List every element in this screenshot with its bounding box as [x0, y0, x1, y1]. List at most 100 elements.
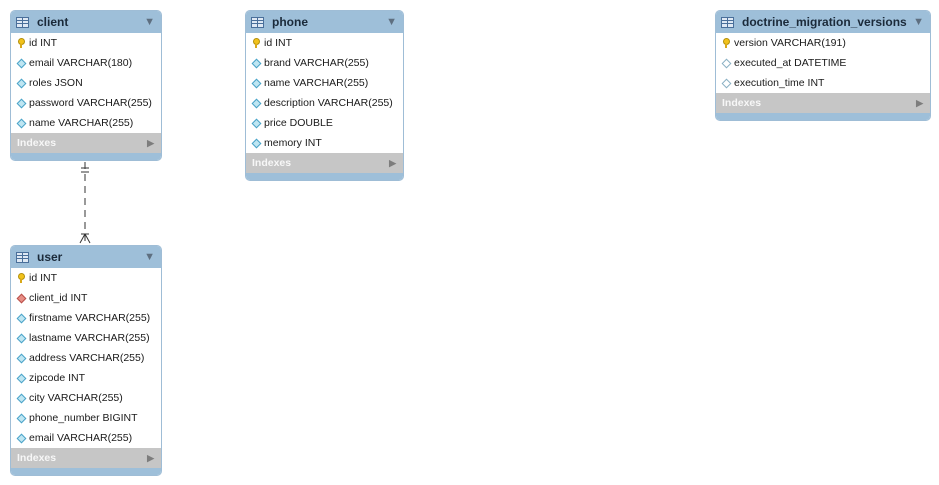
table-header[interactable]: phone ▼: [246, 11, 403, 33]
triangle-right-icon[interactable]: ▶: [916, 97, 923, 108]
table-title: user: [37, 250, 63, 264]
column-row[interactable]: name VARCHAR(255): [11, 113, 161, 133]
triangle-right-icon[interactable]: ▶: [147, 137, 154, 148]
column-row[interactable]: id INT: [11, 268, 161, 288]
table-header[interactable]: client ▼: [11, 11, 161, 33]
column-diamond-icon: [15, 393, 27, 403]
column-label: executed_at DATETIME: [734, 57, 847, 69]
column-row[interactable]: price DOUBLE: [246, 113, 403, 133]
table-icon: [16, 16, 29, 28]
foreign-key-diamond-icon: [15, 293, 27, 303]
column-diamond-icon: [250, 118, 262, 128]
table-footer: [11, 468, 161, 475]
indexes-label: Indexes: [17, 452, 57, 464]
column-row[interactable]: email VARCHAR(180): [11, 53, 161, 73]
column-label: price DOUBLE: [264, 117, 333, 129]
indexes-label: Indexes: [252, 157, 292, 169]
table-header[interactable]: user ▼: [11, 246, 161, 268]
column-label: brand VARCHAR(255): [264, 57, 369, 69]
column-row[interactable]: phone_number BIGINT: [11, 408, 161, 428]
column-row[interactable]: city VARCHAR(255): [11, 388, 161, 408]
table-title: phone: [272, 15, 308, 29]
crowfoot-left: [79, 233, 86, 244]
column-label: address VARCHAR(255): [29, 352, 145, 364]
key-icon: [15, 37, 27, 48]
table-footer: [246, 173, 403, 180]
column-row[interactable]: firstname VARCHAR(255): [11, 308, 161, 328]
triangle-right-icon[interactable]: ▶: [389, 157, 396, 168]
column-row[interactable]: memory INT: [246, 133, 403, 153]
column-diamond-icon: [15, 333, 27, 343]
column-diamond-icon: [15, 58, 27, 68]
column-label: id INT: [29, 272, 58, 284]
triangle-down-icon[interactable]: ▼: [386, 16, 397, 28]
table-title: client: [37, 15, 69, 29]
column-row[interactable]: brand VARCHAR(255): [246, 53, 403, 73]
column-row[interactable]: password VARCHAR(255): [11, 93, 161, 113]
column-diamond-icon: [15, 78, 27, 88]
column-row[interactable]: version VARCHAR(191): [716, 33, 930, 53]
column-diamond-icon: [250, 98, 262, 108]
triangle-right-icon[interactable]: ▶: [147, 452, 154, 463]
column-diamond-icon: [15, 413, 27, 423]
column-diamond-icon: [15, 353, 27, 363]
column-row[interactable]: name VARCHAR(255): [246, 73, 403, 93]
column-diamond-icon: [15, 433, 27, 443]
indexes-bar[interactable]: Indexes ▶: [11, 133, 161, 153]
table-footer: [11, 153, 161, 160]
indexes-bar[interactable]: Indexes ▶: [716, 93, 930, 113]
table-icon: [251, 16, 264, 28]
key-icon: [720, 37, 732, 48]
table-user[interactable]: user ▼ id INT client_id INT firstname VA…: [10, 245, 162, 476]
column-row[interactable]: description VARCHAR(255): [246, 93, 403, 113]
column-label: description VARCHAR(255): [264, 97, 393, 109]
column-row[interactable]: address VARCHAR(255): [11, 348, 161, 368]
triangle-down-icon[interactable]: ▼: [144, 16, 155, 28]
column-row[interactable]: email VARCHAR(255): [11, 428, 161, 448]
column-label: zipcode INT: [29, 372, 86, 384]
column-label: city VARCHAR(255): [29, 392, 123, 404]
indexes-label: Indexes: [722, 97, 762, 109]
table-phone[interactable]: phone ▼ id INT brand VARCHAR(255) name V…: [245, 10, 404, 181]
column-row[interactable]: lastname VARCHAR(255): [11, 328, 161, 348]
indexes-bar[interactable]: Indexes ▶: [246, 153, 403, 173]
table-icon: [16, 251, 29, 263]
column-label: name VARCHAR(255): [29, 117, 134, 129]
crowfoot-right: [84, 233, 91, 244]
table-doctrine-migration-versions[interactable]: doctrine_migration_versions ▼ version VA…: [715, 10, 931, 121]
key-icon: [15, 272, 27, 283]
column-label: password VARCHAR(255): [29, 97, 152, 109]
indexes-bar[interactable]: Indexes ▶: [11, 448, 161, 468]
column-row[interactable]: id INT: [11, 33, 161, 53]
triangle-down-icon[interactable]: ▼: [144, 251, 155, 263]
column-row[interactable]: id INT: [246, 33, 403, 53]
column-diamond-icon: [15, 373, 27, 383]
table-client[interactable]: client ▼ id INT email VARCHAR(180) roles…: [10, 10, 162, 161]
column-diamond-icon: [250, 58, 262, 68]
column-label: id INT: [264, 37, 293, 49]
column-label: id INT: [29, 37, 58, 49]
column-label: name VARCHAR(255): [264, 77, 369, 89]
column-label: memory INT: [264, 137, 322, 149]
column-diamond-icon: [15, 98, 27, 108]
column-row[interactable]: roles JSON: [11, 73, 161, 93]
column-diamond-icon: [720, 58, 732, 68]
column-diamond-icon: [15, 118, 27, 128]
table-footer: [716, 113, 930, 120]
table-header[interactable]: doctrine_migration_versions ▼: [716, 11, 930, 33]
column-label: lastname VARCHAR(255): [29, 332, 150, 344]
column-diamond-icon: [720, 78, 732, 88]
indexes-label: Indexes: [17, 137, 57, 149]
column-row[interactable]: execution_time INT: [716, 73, 930, 93]
column-label: client_id INT: [29, 292, 88, 304]
column-label: roles JSON: [29, 77, 83, 89]
triangle-down-icon[interactable]: ▼: [913, 16, 924, 28]
table-title: doctrine_migration_versions: [742, 15, 907, 29]
column-row[interactable]: client_id INT: [11, 288, 161, 308]
column-label: phone_number BIGINT: [29, 412, 138, 424]
column-row[interactable]: executed_at DATETIME: [716, 53, 930, 73]
column-label: email VARCHAR(180): [29, 57, 133, 69]
column-row[interactable]: zipcode INT: [11, 368, 161, 388]
column-diamond-icon: [15, 313, 27, 323]
